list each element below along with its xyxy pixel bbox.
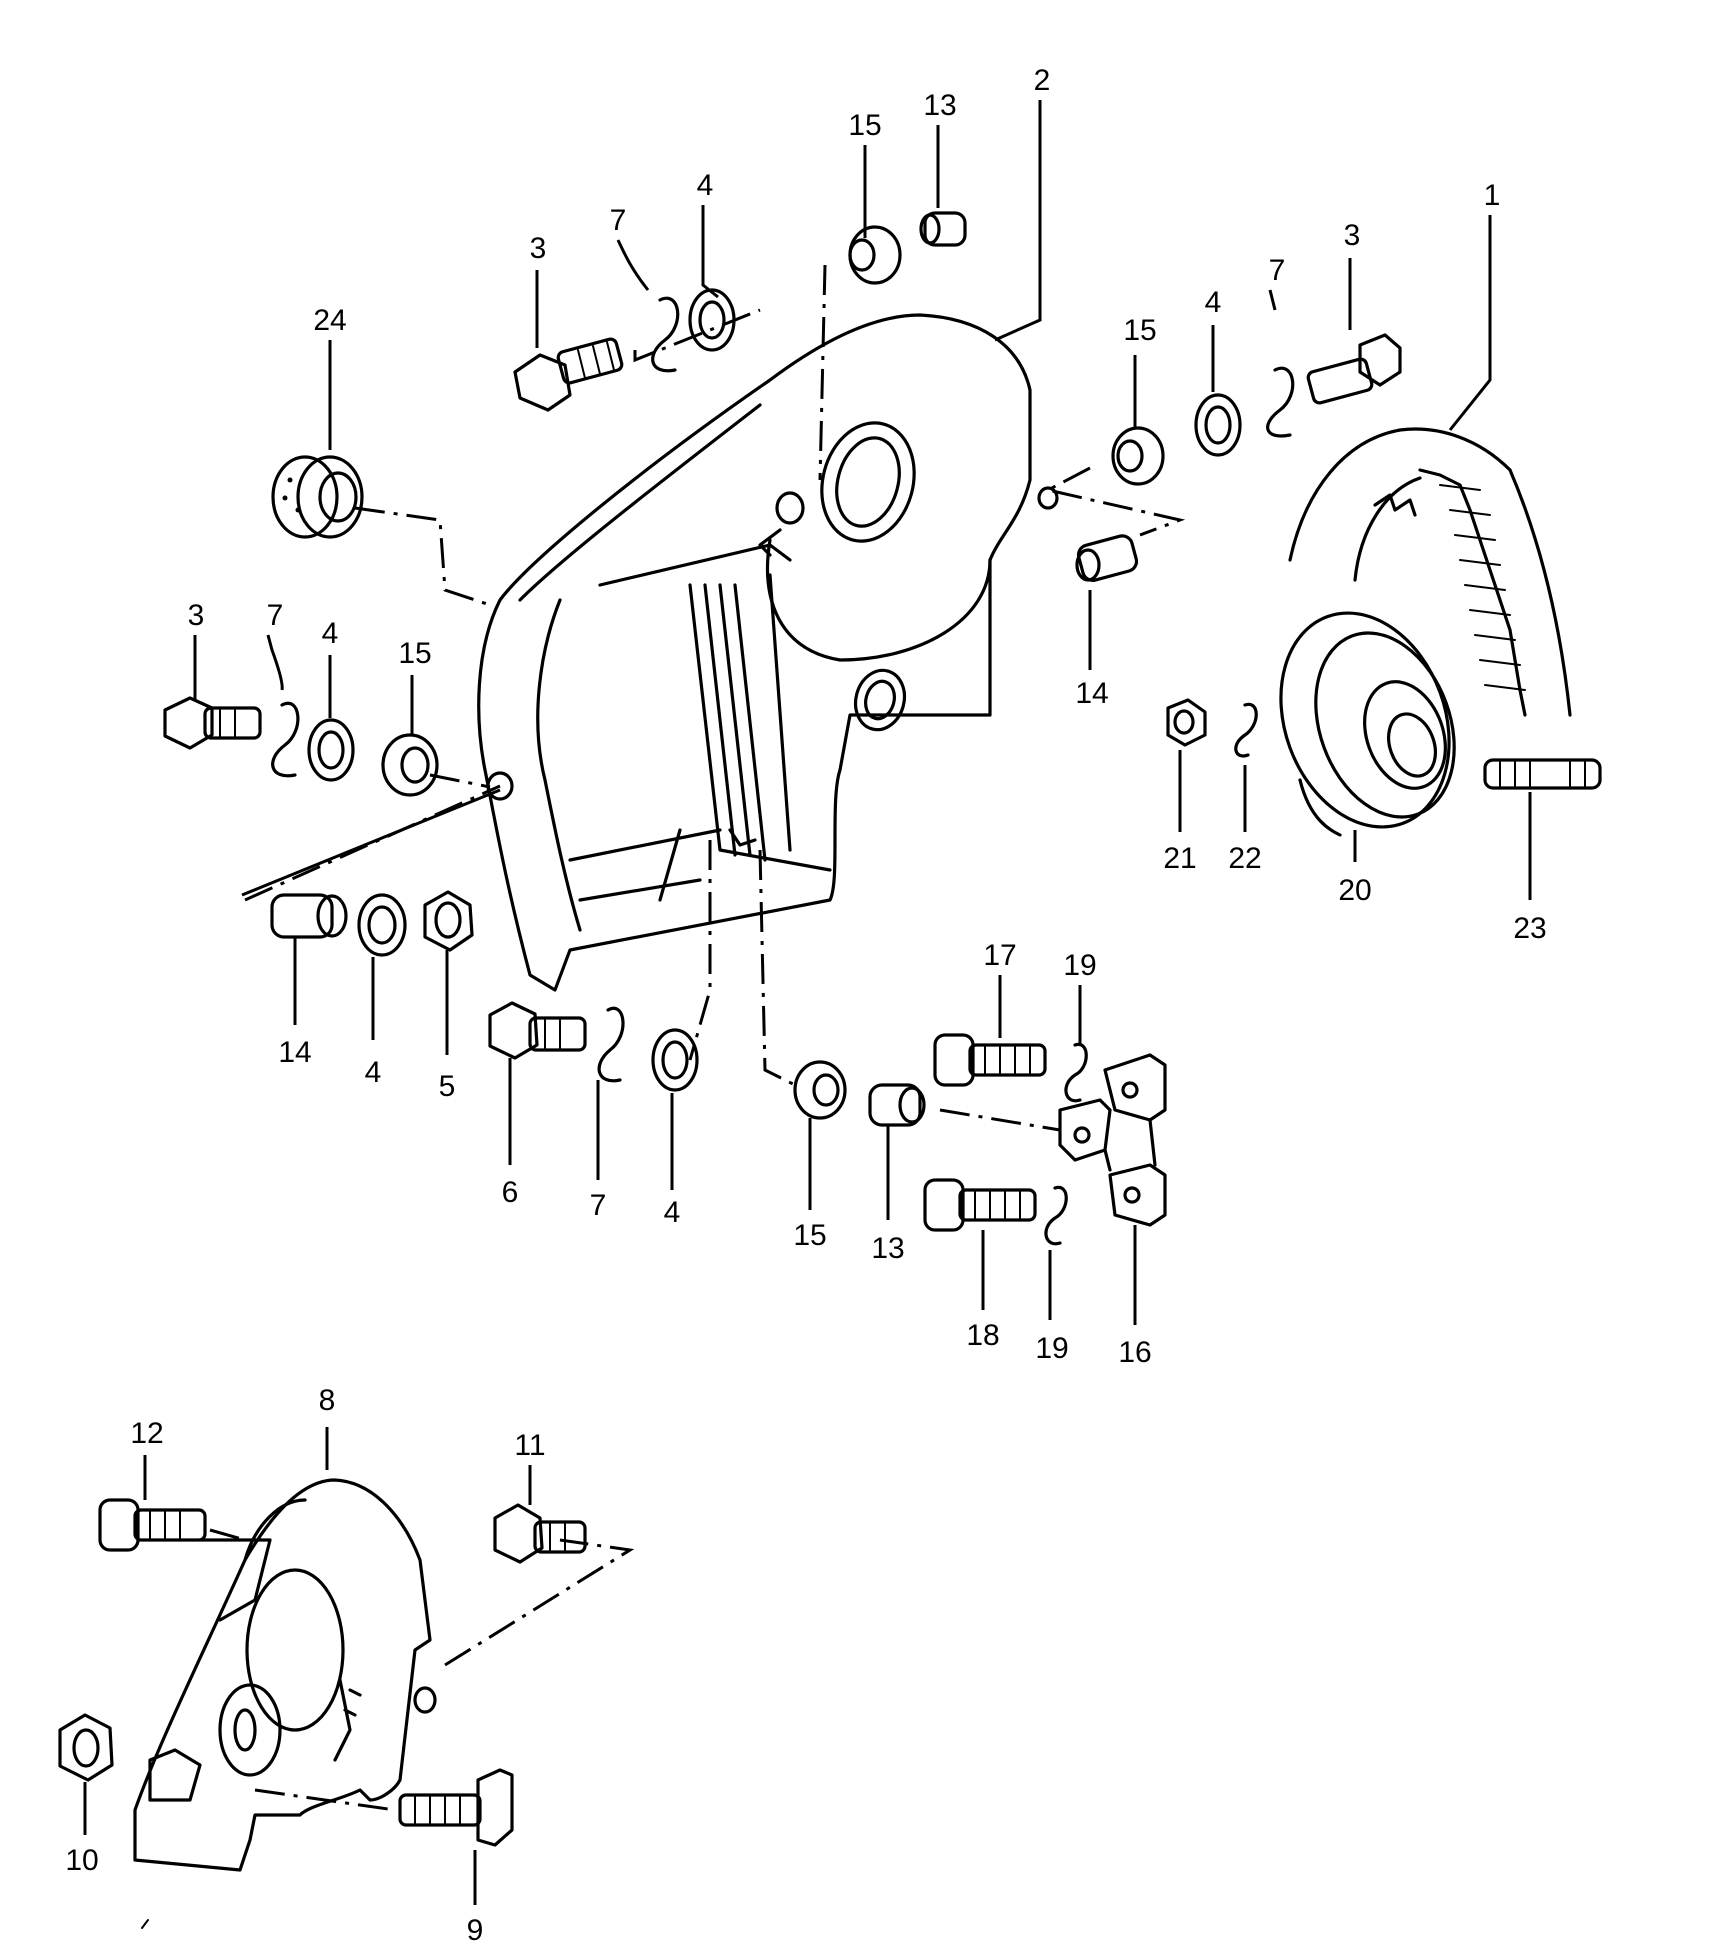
callout-20: 20 [1338,874,1371,907]
callout-13: 13 [871,1232,904,1265]
callout-9: 9 [467,1914,484,1947]
tensioner-pulley [1279,611,1456,837]
callout-3: 3 [1344,219,1361,252]
bolt-11 [493,1503,587,1564]
spacer-14-left [270,893,348,939]
callout-22: 22 [1228,842,1261,875]
spacer-13-top [919,211,967,247]
callout-19: 19 [1035,1332,1068,1365]
callout-labels: 1 2 3 3 3 4 4 4 4 4 5 6 7 7 7 7 8 9 10 1… [65,64,1546,1947]
callout-3: 3 [188,599,205,632]
bolt-3-left [163,696,262,750]
callout-15: 15 [1123,314,1156,347]
bolt-17 [933,1033,1047,1087]
spring-washer-22 [1234,702,1258,758]
assembly-line-8 [444,1538,635,1667]
spring-washer-7-right [1266,366,1295,438]
callout-15: 15 [398,637,431,670]
callout-7: 7 [267,599,284,632]
spring-washer-19-bottom [1044,1185,1068,1246]
bolt-6 [488,1001,587,1060]
callout-16: 16 [1118,1336,1151,1369]
timing-belt [1288,427,1572,717]
washer-4-lower [651,1028,699,1092]
callout-7: 7 [1269,254,1286,287]
spring-washer-7-top [651,296,680,373]
washer-4-left [307,718,355,782]
callout-21: 21 [1163,842,1196,875]
assembly-line-bracket [939,1108,1061,1132]
callout-14: 14 [278,1036,311,1069]
callout-13: 13 [923,89,956,122]
callout-15: 15 [848,109,881,142]
callout-4: 4 [322,617,339,650]
callout-7: 7 [610,204,627,237]
nut-5 [423,890,474,952]
assembly-line-right [1043,466,1186,537]
assembly-line-lower [688,840,712,1061]
leader-lines [83,100,1532,1905]
grommet-15-right [1111,426,1165,486]
assembly-line-top-bolt [633,308,761,363]
callout-4: 4 [664,1196,681,1229]
assembly-line-24 [354,506,491,607]
bolt-3-right [1306,333,1402,405]
upper-timing-cover [477,313,1059,992]
spring-washer-7-lower [597,1006,625,1083]
callout-3: 3 [530,232,547,265]
spring-washer-7-left [271,701,300,778]
spring-washer-19-top [1064,1042,1088,1103]
bolt-9 [398,1768,514,1847]
assembly-line-left [244,784,501,902]
callout-5: 5 [439,1070,456,1103]
bracket-16 [1058,1053,1167,1227]
grommet-15-lower [793,1060,847,1120]
assembly-line-left-bolt [429,773,491,789]
callout-18: 18 [966,1319,999,1352]
washer-4-right [1194,393,1242,457]
callout-4: 4 [365,1056,382,1089]
stud [1483,758,1602,790]
callout-7: 7 [590,1189,607,1222]
callout-1: 1 [1484,179,1501,212]
bolt-12 [98,1498,207,1552]
grommet-15-left [381,733,439,797]
callout-4: 4 [697,169,714,202]
callout-24: 24 [313,304,346,337]
lower-cover [133,1478,437,1872]
callout-2: 2 [1034,64,1051,97]
nut-10 [58,1713,114,1782]
callout-12: 12 [130,1417,163,1450]
stray-mark [141,1919,149,1929]
callout-23: 23 [1513,912,1546,945]
washer-4-lower-left [357,893,407,957]
callout-11: 11 [514,1429,545,1462]
assembly-line-lower-15 [758,849,796,1087]
nut-21 [1166,698,1207,747]
assembly-line-12 [209,1528,246,1542]
callout-14: 14 [1075,677,1108,710]
assembly-line-top-grommet [818,264,827,481]
callout-19: 19 [1063,949,1096,982]
callout-10: 10 [65,1844,98,1877]
callout-17: 17 [983,939,1016,972]
washer-4-top [688,288,736,352]
callout-6: 6 [502,1176,519,1209]
callout-15: 15 [793,1219,826,1252]
spacer-13-lower [868,1083,926,1127]
bolt-18 [923,1178,1037,1232]
grommet-15-top [848,225,902,285]
bolt-3-top-left [513,337,624,412]
grommet-24 [271,455,364,539]
spacer-14-right [1075,534,1139,582]
assembly-line-9 [254,1788,396,1812]
assembly-line-15-left [241,788,501,897]
callout-4: 4 [1205,286,1222,319]
callout-8: 8 [319,1384,336,1417]
